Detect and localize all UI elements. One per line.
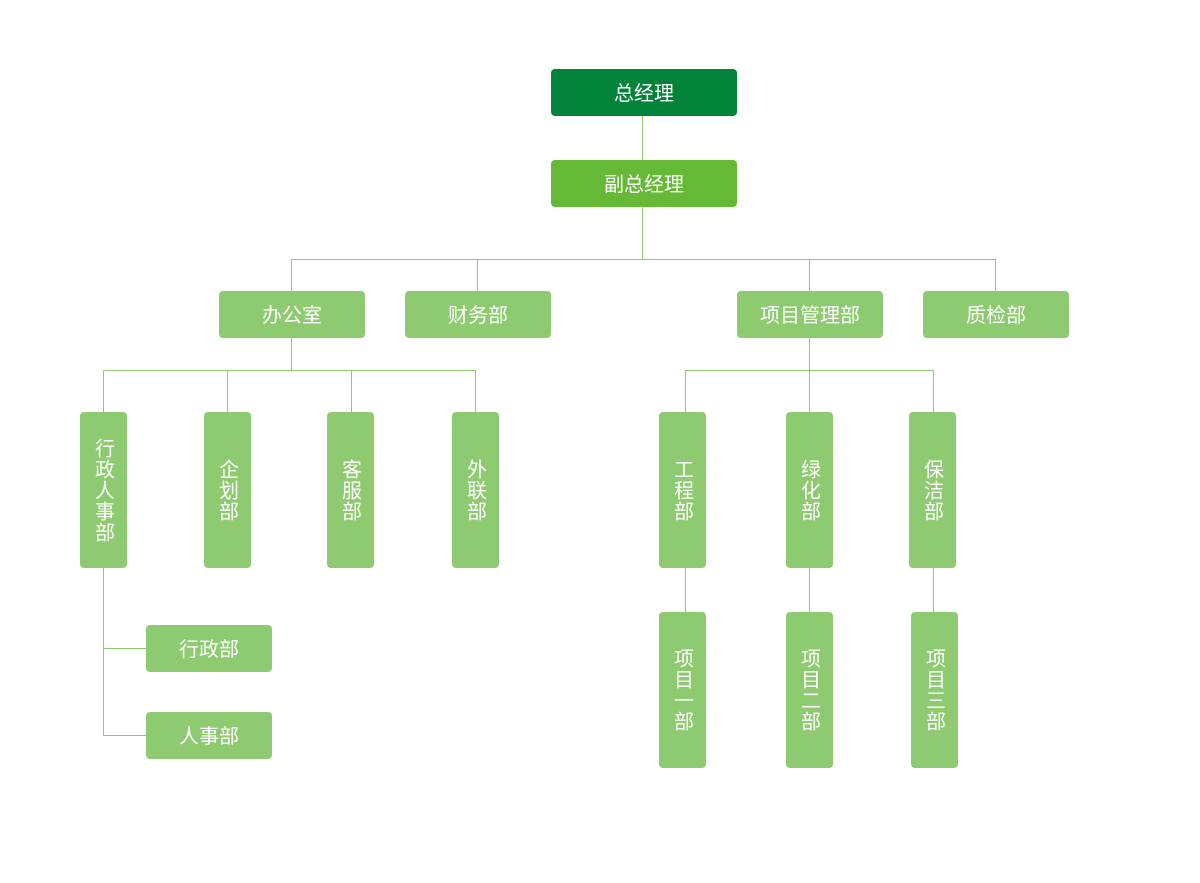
node-deputy-general-manager: 副总经理 <box>551 160 737 207</box>
connector-cleaning-drop <box>933 370 934 412</box>
node-project-2: 项目二部 <box>786 612 833 768</box>
connector-office-down <box>291 337 292 371</box>
connector-greening-drop <box>809 370 810 412</box>
connector-admin-hr-drop <box>103 370 104 412</box>
node-customer-service: 客服部 <box>327 412 374 568</box>
connector-project-2 <box>809 567 810 612</box>
connector-project-3 <box>933 567 934 612</box>
connector-customer-service-drop <box>351 370 352 412</box>
connector-office-drop <box>291 259 292 291</box>
node-external-liaison: 外联部 <box>452 412 499 568</box>
node-greening: 绿化部 <box>786 412 833 568</box>
node-project-management: 项目管理部 <box>737 291 883 338</box>
node-project-1: 项目一部 <box>659 612 706 768</box>
node-project-3: 项目三部 <box>911 612 958 768</box>
node-finance: 财务部 <box>405 291 551 338</box>
connector-gm-deputy <box>642 115 643 160</box>
connector-deputy-down <box>642 206 643 260</box>
node-administration: 行政部 <box>146 625 272 672</box>
node-admin-hr: 行政人事部 <box>80 412 127 568</box>
node-planning: 企划部 <box>204 412 251 568</box>
node-office: 办公室 <box>219 291 365 338</box>
connector-project-mgmt-down <box>809 337 810 371</box>
connector-planning-drop <box>227 370 228 412</box>
connector-project-mgmt-drop <box>809 259 810 291</box>
node-engineering: 工程部 <box>659 412 706 568</box>
connector-quality-drop <box>995 259 996 291</box>
connector-level2-bar <box>291 259 996 260</box>
node-human-resources: 人事部 <box>146 712 272 759</box>
connector-hr-branch <box>103 735 146 736</box>
connector-engineering-drop <box>685 370 686 412</box>
node-quality-inspection: 质检部 <box>923 291 1069 338</box>
connector-external-liaison-drop <box>475 370 476 412</box>
node-cleaning: 保洁部 <box>909 412 956 568</box>
connector-finance-drop <box>477 259 478 291</box>
connector-admin-branch <box>103 648 146 649</box>
connector-admin-hr-spine <box>103 567 104 736</box>
node-general-manager: 总经理 <box>551 69 737 116</box>
connector-project-1 <box>685 567 686 612</box>
connector-office-bar <box>103 370 476 371</box>
